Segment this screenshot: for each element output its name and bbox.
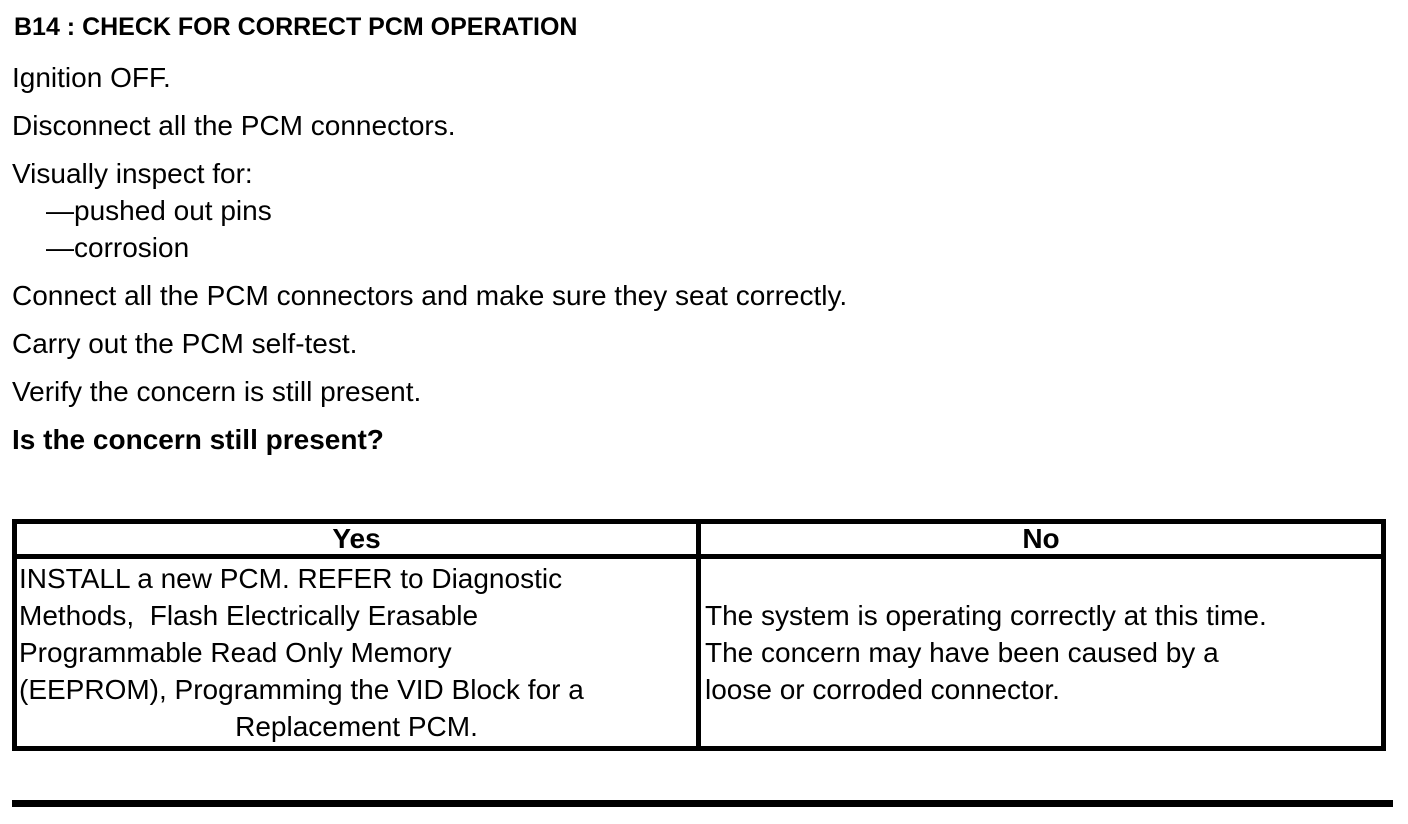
step-line: Carry out the PCM self-test. [12,328,358,359]
yes-action-line: Replacement PCM. [235,711,478,742]
step-line: Disconnect all the PCM connectors. [12,110,456,141]
no-action-line: loose or corroded connector. [705,674,1060,705]
yes-column-header: Yes [12,519,701,559]
section-divider [12,800,1393,807]
no-action-cell: The system is operating correctly at thi… [696,554,1386,751]
step-line: Ignition OFF. [12,62,171,93]
yes-action-cell: INSTALL a new PCM. REFER to Diagnostic M… [12,554,701,751]
no-action-line: The concern may have been caused by a [705,637,1219,668]
no-action-line: The system is operating correctly at thi… [705,600,1267,631]
procedure-steps: Ignition OFF. Disconnect all the PCM con… [12,62,1394,456]
yes-action-line: (EEPROM), Programming the VID Block for … [19,674,584,705]
step-line: Connect all the PCM connectors and make … [12,280,848,311]
yes-action-line: INSTALL a new PCM. REFER to Diagnostic [19,563,563,594]
inspect-sub-item: —corrosion [46,232,190,263]
section-heading: B14 : CHECK FOR CORRECT PCM OPERATION [14,13,578,41]
inspect-sub-item: —pushed out pins [46,195,272,226]
yes-action-line: Methods, Flash Electrically Erasable [19,600,479,631]
step-line: Verify the concern is still present. [12,376,422,407]
decision-table: Yes No INSTALL a new PCM. REFER to Diagn… [12,519,1386,751]
no-column-header: No [696,519,1386,559]
decision-table-body-row: INSTALL a new PCM. REFER to Diagnostic M… [12,554,1386,751]
decision-table-header-row: Yes No [12,519,1386,559]
yes-action-line: Programmable Read Only Memory [19,637,452,668]
decision-question: Is the concern still present? [12,424,384,455]
step-line: Visually inspect for: [12,158,253,189]
